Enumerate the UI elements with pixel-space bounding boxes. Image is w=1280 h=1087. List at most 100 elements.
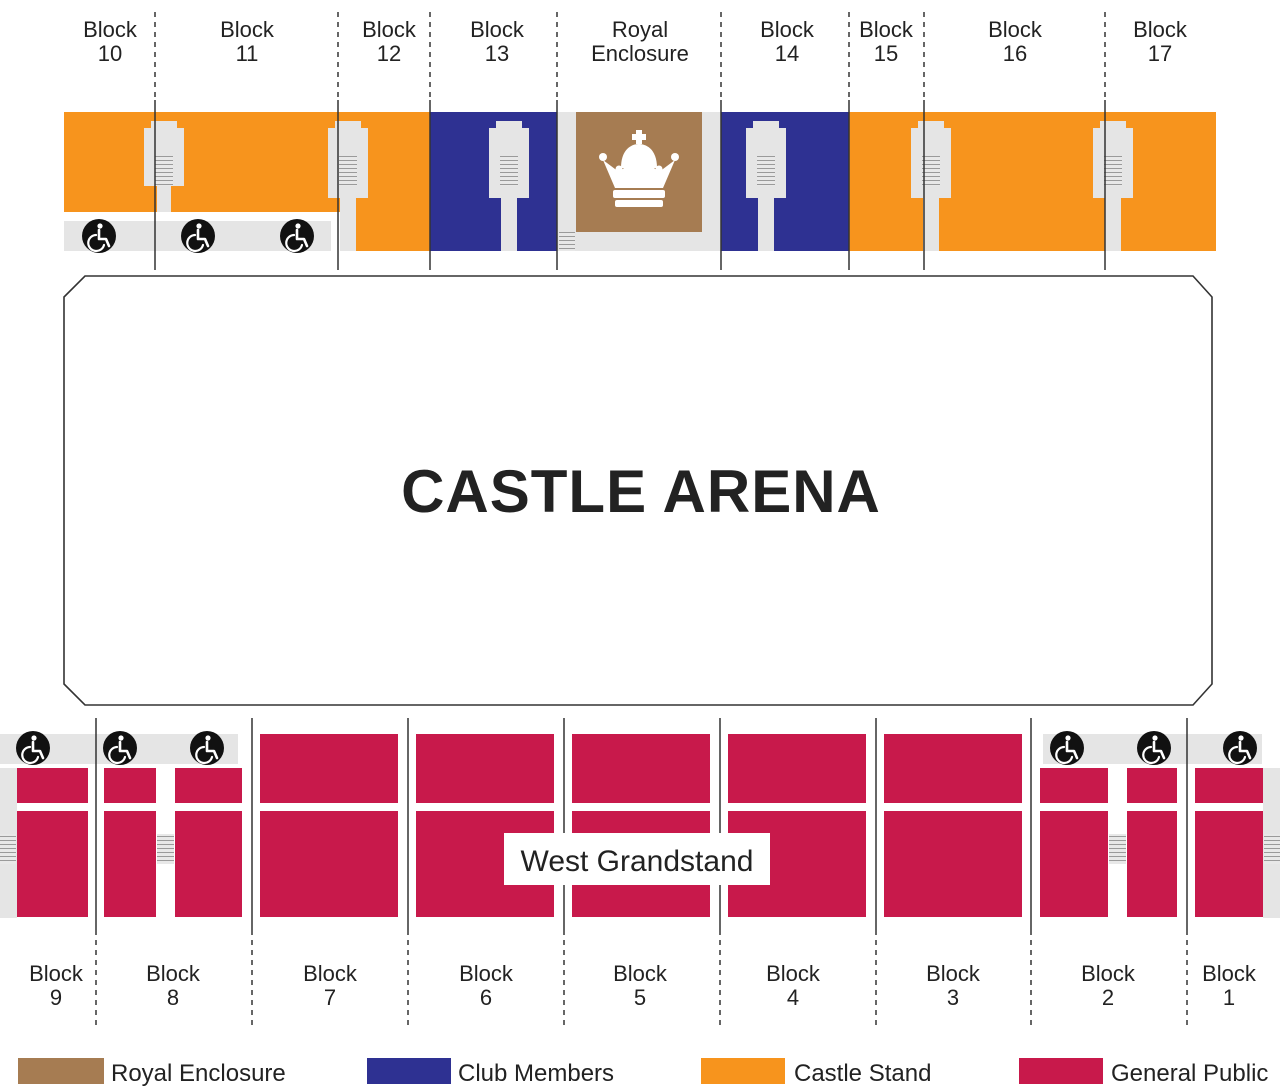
svg-text:11: 11 (236, 41, 259, 66)
block-label[interactable]: Block 1 (1202, 961, 1257, 1010)
block-label[interactable]: Block 10 (83, 17, 138, 66)
block-label[interactable]: Block 7 (303, 961, 358, 1010)
general-public-seating[interactable] (1040, 811, 1108, 917)
svg-text:Block: Block (220, 17, 275, 42)
block-label[interactable]: Block 2 (1081, 961, 1136, 1010)
general-public-seating[interactable] (175, 811, 242, 917)
legend-item-royal-enclosure: Royal Enclosure (18, 1058, 286, 1087)
block-label[interactable]: Block 17 (1133, 17, 1188, 66)
general-public-seating[interactable] (17, 768, 88, 803)
block-label[interactable]: Block 13 (470, 17, 525, 66)
general-public-seating[interactable] (416, 734, 554, 803)
svg-text:Block: Block (1133, 17, 1188, 42)
svg-text:Club Members: Club Members (458, 1060, 614, 1087)
svg-text:Castle Stand: Castle Stand (794, 1060, 931, 1087)
gangway (746, 121, 786, 251)
general-public-seating[interactable] (1195, 811, 1263, 917)
stairs-icon (500, 156, 518, 186)
general-public-seating[interactable] (728, 734, 866, 803)
block-label[interactable]: Block 16 (988, 17, 1043, 66)
wheelchair-icon (278, 217, 316, 255)
svg-text:17: 17 (1148, 41, 1172, 66)
block-divider (95, 718, 1188, 1025)
svg-text:12: 12 (377, 41, 401, 66)
legend-item-club-members: Club Members (367, 1058, 614, 1087)
grandstand-title: West Grandstand (521, 845, 754, 878)
svg-text:9: 9 (50, 985, 62, 1010)
wheelchair-icon (80, 217, 118, 255)
stairs-icon (157, 834, 174, 864)
legend-swatch (367, 1058, 451, 1084)
wheelchair-icon (1135, 729, 1173, 767)
gangway (144, 121, 184, 212)
castle-stand-seating[interactable] (849, 112, 1216, 251)
general-public-seating[interactable] (1195, 768, 1263, 803)
stairs-icon (1264, 834, 1280, 864)
block-label[interactable]: Block 4 (766, 961, 821, 1010)
general-public-seating[interactable] (17, 811, 88, 917)
wheelchair-icon (14, 729, 52, 767)
stairs-icon (559, 232, 575, 251)
svg-text:16: 16 (1003, 41, 1027, 66)
block-label[interactable]: Block 6 (459, 961, 514, 1010)
castle-stand-section: Block 10 Block 11 Block 12 Block 13 Roya… (64, 12, 1216, 270)
svg-text:Block: Block (146, 961, 201, 986)
block-label[interactable]: Block 9 (29, 961, 84, 1010)
gangway (1093, 121, 1133, 251)
svg-text:Block: Block (362, 17, 417, 42)
general-public-seating[interactable] (572, 734, 710, 803)
svg-text:Block: Block (613, 961, 668, 986)
wheelchair-icon (179, 217, 217, 255)
svg-text:Block: Block (1081, 961, 1136, 986)
block-label[interactable]: Block 3 (926, 961, 981, 1010)
general-public-seating[interactable] (260, 811, 398, 917)
general-public-seating[interactable] (884, 734, 1022, 803)
svg-text:10: 10 (98, 41, 122, 66)
svg-text:1: 1 (1223, 985, 1235, 1010)
block-label[interactable]: Royal Enclosure (591, 17, 689, 66)
block-label[interactable]: Block 8 (146, 961, 201, 1010)
block-label[interactable]: Block 11 (220, 17, 275, 66)
general-public-seating[interactable] (104, 768, 156, 803)
svg-text:13: 13 (485, 41, 509, 66)
block-label[interactable]: Block 12 (362, 17, 417, 66)
svg-text:Block: Block (29, 961, 84, 986)
general-public-seating[interactable] (175, 768, 242, 803)
stairs-icon (757, 156, 775, 186)
general-public-seating[interactable] (1127, 768, 1177, 803)
general-public-seating[interactable] (104, 811, 156, 917)
general-public-seating[interactable] (1040, 768, 1108, 803)
svg-text:7: 7 (324, 985, 336, 1010)
stairs-icon (0, 834, 16, 864)
general-public-seating[interactable] (1127, 811, 1177, 917)
svg-text:Block: Block (926, 961, 981, 986)
castle-stand-seating[interactable] (64, 112, 430, 212)
stairs-icon (1104, 156, 1122, 186)
svg-text:14: 14 (775, 41, 799, 66)
crown-icon (599, 130, 679, 207)
grandstand-title-box (504, 833, 770, 885)
legend-item-general-public: General Public (1019, 1058, 1268, 1087)
stairs-icon (922, 156, 940, 186)
west-grandstand: West Grandstand Block 9 Block 8 Block 7 … (0, 718, 1280, 1025)
general-public-seating[interactable] (260, 734, 398, 803)
svg-text:General Public: General Public (1111, 1060, 1268, 1087)
block-label[interactable]: Block 5 (613, 961, 668, 1010)
legend: Royal Enclosure Club Members Castle Stan… (18, 1058, 1268, 1087)
castle-arena: CASTLE ARENA (63, 275, 1213, 706)
legend-swatch (1019, 1058, 1103, 1084)
svg-text:Block: Block (459, 961, 514, 986)
svg-text:15: 15 (874, 41, 898, 66)
svg-text:Block: Block (760, 17, 815, 42)
svg-text:Royal Enclosure: Royal Enclosure (111, 1060, 286, 1087)
block-label[interactable]: Block 14 (760, 17, 815, 66)
svg-text:Block: Block (83, 17, 138, 42)
general-public-seating[interactable] (884, 811, 1022, 917)
block-label[interactable]: Block 15 (859, 17, 914, 66)
wheelchair-icon (1221, 729, 1259, 767)
arena-title: CASTLE ARENA (401, 458, 881, 525)
svg-text:Block: Block (1202, 961, 1257, 986)
gangway (328, 121, 368, 251)
svg-text:Enclosure: Enclosure (591, 41, 689, 66)
